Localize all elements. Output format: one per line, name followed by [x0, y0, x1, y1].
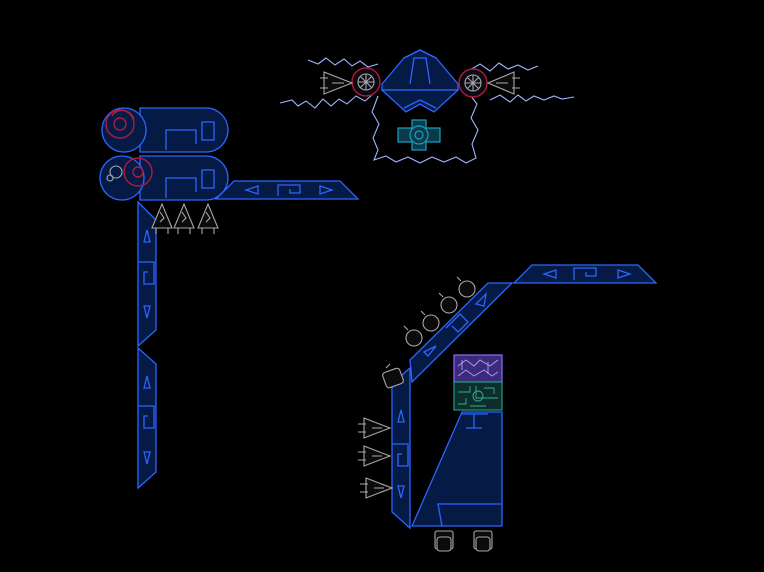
arrow-glyph-icon: [143, 305, 151, 319]
reactor-left: [351, 67, 381, 97]
arrow-glyph-icon: [243, 185, 259, 195]
dish-icon: [403, 325, 423, 347]
core-disc-lower: [99, 155, 145, 201]
hull-column-upper: [137, 200, 157, 348]
leg-pad-icon: [473, 530, 493, 552]
meander-glyph-icon: [277, 184, 301, 196]
wing-strip-horizontal: [214, 180, 360, 200]
arrow-glyph-icon: [143, 229, 151, 243]
hull-column-lower: [137, 346, 157, 490]
leg-pad-icon: [434, 530, 454, 552]
main-hull-block: [411, 411, 503, 527]
reactor-right: [458, 68, 488, 98]
thruster-icon: [320, 71, 354, 95]
core-hull-bottom: [380, 89, 460, 113]
meander-glyph-icon: [392, 443, 409, 467]
winged-core-ship[interactable]: [279, 49, 575, 164]
arrow-glyph-icon: [397, 485, 405, 499]
arrow-glyph-icon: [541, 269, 557, 279]
thruster-icon: [486, 71, 520, 95]
arrow-glyph-icon: [143, 375, 151, 389]
thruster-icon: [358, 417, 392, 439]
core-hull-chevron: [403, 99, 437, 109]
arrow-glyph-icon: [319, 185, 335, 195]
ramp-diagonal: [409, 282, 514, 384]
meander-glyph-icon: [165, 121, 215, 150]
meander-glyph-icon: [165, 169, 215, 198]
arrow-glyph-icon: [474, 292, 487, 307]
right-tall-ship[interactable]: [358, 264, 658, 552]
arrow-glyph-icon: [143, 451, 151, 465]
turret-icon: [197, 202, 219, 234]
meander-glyph-icon: [138, 405, 155, 429]
thruster-icon: [358, 445, 392, 467]
core-disc-upper: [101, 107, 147, 153]
arrow-glyph-icon: [397, 409, 405, 423]
dish-icon: [438, 292, 458, 314]
dish-icon: [382, 363, 404, 389]
meander-glyph-icon: [445, 313, 469, 333]
hull-column-right: [391, 366, 411, 530]
meander-glyph-icon: [138, 261, 155, 285]
wing-strip-top-right: [512, 264, 658, 284]
panel-purple: [453, 354, 503, 383]
core-hull-detail: [403, 49, 437, 85]
dish-icon: [420, 310, 440, 332]
turret-icon: [151, 202, 173, 234]
panel-teal: [453, 381, 503, 411]
energy-arc-left: [279, 57, 379, 109]
energy-arc-right: [469, 62, 575, 103]
turret-icon: [173, 202, 195, 234]
dish-icon: [456, 276, 476, 298]
left-l-ship[interactable]: [99, 107, 360, 490]
arrow-glyph-icon: [617, 269, 633, 279]
thruster-icon: [360, 477, 394, 499]
reactor-icon: [123, 157, 153, 187]
meander-glyph-icon: [573, 267, 597, 280]
arrow-glyph-icon: [422, 345, 437, 357]
shield-node-icon: [397, 119, 441, 151]
core-hull-top: [381, 49, 459, 91]
energy-field-outline: [371, 94, 479, 164]
